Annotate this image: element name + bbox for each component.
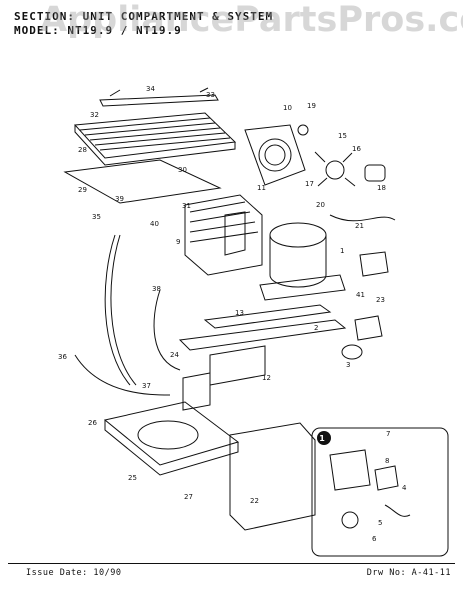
callout-12: 12 — [262, 374, 271, 382]
callout-38: 38 — [152, 285, 161, 293]
drawing-number: Drw No: A-41-11 — [366, 568, 451, 578]
callout-40: 40 — [150, 220, 159, 228]
callout-21: 21 — [355, 222, 364, 230]
callout-28: 28 — [78, 146, 87, 154]
callout-16: 16 — [352, 145, 361, 153]
callout-4: 4 — [402, 484, 407, 492]
callout-31: 31 — [182, 202, 191, 210]
callout-25: 25 — [128, 474, 137, 482]
back-panel — [229, 422, 316, 531]
callout-24: 24 — [170, 351, 179, 359]
callout-41: 41 — [356, 291, 365, 299]
drain-pan — [103, 401, 240, 476]
callout-15: 15 — [338, 132, 347, 140]
callout-11: 11 — [257, 184, 266, 192]
callout-3: 3 — [346, 361, 350, 369]
callout-32: 32 — [90, 111, 99, 119]
condenser-coil — [73, 112, 237, 166]
base-rails — [178, 304, 347, 411]
drain-tubes — [74, 234, 171, 396]
callout-2: 2 — [314, 324, 318, 332]
model-title: MODEL: NT19.9 / NT19.9 — [14, 24, 182, 37]
footer-rule — [8, 563, 455, 564]
callout-20: 20 — [316, 201, 325, 209]
inset-detail-box — [311, 427, 449, 557]
callout-34: 34 — [146, 85, 155, 93]
heat-exchanger — [184, 194, 263, 276]
callout-8: 8 — [385, 457, 389, 465]
callout-1: 1 — [340, 247, 344, 255]
issue-date: Issue Date: 10/90 — [26, 568, 122, 578]
callout-39: 39 — [115, 195, 124, 203]
callout-5: 5 — [378, 519, 382, 527]
callout-27: 27 — [184, 493, 193, 501]
wire-harness — [329, 214, 396, 222]
section-title: SECTION: UNIT COMPARTMENT & SYSTEM — [14, 10, 274, 23]
callout-9: 9 — [176, 238, 180, 246]
callout-18: 18 — [377, 184, 386, 192]
fan-motor — [297, 124, 386, 187]
callout-13: 13 — [235, 309, 244, 317]
callout-6: 6 — [372, 535, 377, 543]
callout-35: 35 — [92, 213, 101, 221]
callout-29: 29 — [78, 186, 87, 194]
callout-17: 17 — [305, 180, 314, 188]
callout-36: 36 — [58, 353, 67, 361]
callout-19: 19 — [307, 102, 316, 110]
cover-panel — [63, 159, 222, 204]
callout-10: 10 — [283, 104, 292, 112]
callout-7: 7 — [386, 430, 390, 438]
callout-23: 23 — [376, 296, 385, 304]
compressor — [259, 222, 346, 301]
power-cord — [153, 289, 181, 371]
callout-33: 33 — [206, 91, 215, 99]
callout-30: 30 — [178, 166, 187, 174]
inset-marker: 1 — [319, 434, 325, 443]
fan-shroud — [244, 124, 306, 186]
mounting-bar — [99, 87, 219, 107]
callout-26: 26 — [88, 419, 97, 427]
relay-box — [341, 251, 389, 360]
callout-22: 22 — [250, 497, 259, 505]
callout-37: 37 — [142, 382, 151, 390]
